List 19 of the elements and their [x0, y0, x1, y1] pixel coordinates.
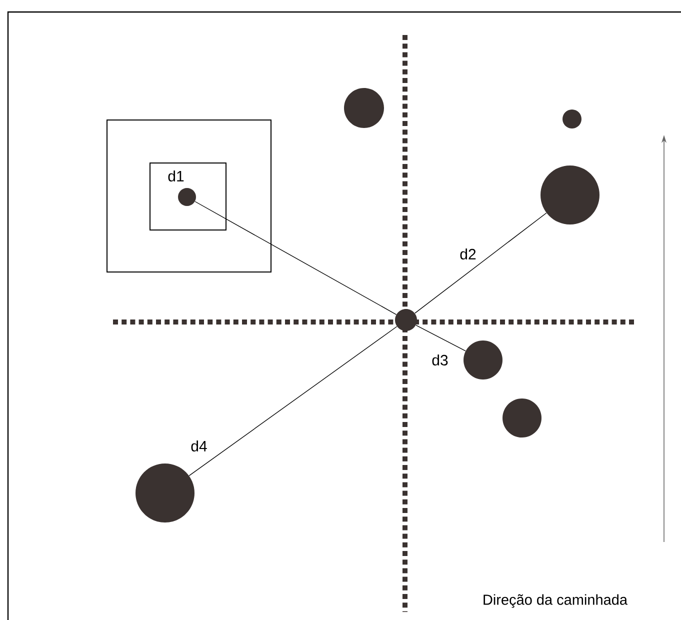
tree-dot: [344, 88, 384, 128]
tree-dot: [502, 398, 542, 438]
tree-dot: [540, 166, 600, 224]
distance-line: [194, 201, 397, 315]
sampling-point: [395, 309, 417, 331]
distance-line: [414, 212, 547, 314]
caption-text: Direção da caminhada: [484, 594, 628, 608]
edge-label: d2: [458, 247, 478, 260]
distance-line: [416, 324, 466, 352]
tree-dot: [464, 340, 502, 380]
tree-dot: [178, 188, 196, 206]
edge-label: d4: [190, 439, 208, 452]
edge-label: d1: [166, 169, 186, 182]
tree-dot: [136, 464, 194, 522]
sampling-square: [150, 162, 226, 230]
edge-label: d3: [430, 353, 450, 366]
distance-line: [188, 326, 398, 476]
sampling-square: [106, 120, 272, 272]
tree-dot: [562, 110, 582, 128]
